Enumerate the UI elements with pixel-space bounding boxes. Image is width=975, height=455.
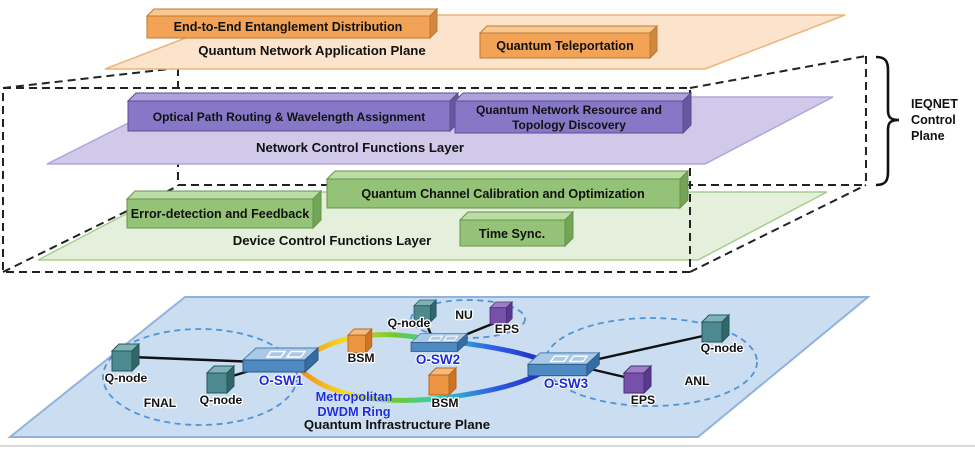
infrastructure-plane <box>7 296 871 438</box>
infrastructure-plane-label: Quantum Infrastructure Plane <box>304 417 490 432</box>
switch-osw3 <box>527 352 600 377</box>
svg-text:IEQNET: IEQNET <box>911 97 958 111</box>
bsm-label-bottom: BSM <box>431 396 458 410</box>
bsm-cube-top <box>347 328 373 354</box>
nu-site-label: NU <box>455 308 473 322</box>
entanglement-distribution-box: End-to-End Entanglement Distribution <box>145 7 439 40</box>
optical-path-routing-label: Optical Path Routing & Wavelength Assign… <box>153 110 425 124</box>
bsm-cube-bottom <box>428 367 457 396</box>
bsm-label-top: BSM <box>347 351 374 365</box>
qnode-cube-fnal-1 <box>111 343 140 372</box>
resource-topology-discovery-box: Quantum Network Resource and Topology Di… <box>453 91 693 135</box>
qnode-label-anl: Q-node <box>701 341 744 355</box>
time-sync-label: Time Sync. <box>479 227 545 241</box>
application-plane-label: Quantum Network Application Plane <box>198 43 425 58</box>
time-sync-box: Time Sync. <box>458 210 575 248</box>
ieqnet-label: IEQNET Control Plane <box>911 97 958 143</box>
resource-discovery-label-line1: Quantum Network Resource and <box>476 103 662 117</box>
svg-text:Plane: Plane <box>911 129 945 143</box>
calibration-optimization-box: Quantum Channel Calibration and Optimiza… <box>325 169 690 210</box>
resource-discovery-label-line2: Topology Discovery <box>512 118 626 132</box>
eps-label-anl: EPS <box>631 393 655 407</box>
switch-osw1 <box>242 347 319 373</box>
qnode-label-fnal-1: Q-node <box>105 371 148 385</box>
osw1-label: O-SW1 <box>259 373 304 388</box>
switch-osw2 <box>410 332 468 353</box>
dwdm-ring-top-arc <box>300 332 548 364</box>
optical-path-routing-box: Optical Path Routing & Wavelength Assign… <box>126 91 460 133</box>
osw3-label: O-SW3 <box>544 376 589 391</box>
nu-site-ellipse <box>410 299 526 339</box>
entanglement-distribution-label: End-to-End Entanglement Distribution <box>174 20 403 34</box>
svg-text:Control: Control <box>911 113 956 127</box>
eps-label-nu: EPS <box>495 322 519 336</box>
quantum-teleportation-label: Quantum Teleportation <box>496 39 634 53</box>
qnode-cube-anl <box>701 314 730 343</box>
error-detection-label: Error-detection and Feedback <box>131 207 310 221</box>
qnode-label-nu: Q-node <box>388 316 431 330</box>
dwdm-ring-label: Metropolitan DWDM Ring <box>315 389 393 420</box>
calibration-optimization-label: Quantum Channel Calibration and Optimiza… <box>361 187 644 201</box>
eps-cube-anl <box>623 365 652 394</box>
qnode-label-fnal-2: Q-node <box>200 393 243 407</box>
ieqnet-brace <box>875 55 900 187</box>
qnode-cube-fnal-2 <box>206 365 235 394</box>
eps-cube-nu <box>489 301 513 325</box>
anl-site-label: ANL <box>684 374 710 388</box>
svg-text:Metropolitan: Metropolitan <box>316 389 393 404</box>
quantum-teleportation-box: Quantum Teleportation <box>478 24 659 60</box>
fnal-site-label: FNAL <box>144 396 177 410</box>
fnal-site-ellipse <box>102 328 298 426</box>
osw2-label: O-SW2 <box>416 352 460 367</box>
device-layer-label: Device Control Functions Layer <box>233 233 432 248</box>
dwdm-ring-bottom-arc <box>298 367 546 403</box>
error-detection-box: Error-detection and Feedback <box>125 189 323 230</box>
svg-text:DWDM Ring: DWDM Ring <box>317 404 390 419</box>
network-layer-label: Network Control Functions Layer <box>256 140 464 155</box>
